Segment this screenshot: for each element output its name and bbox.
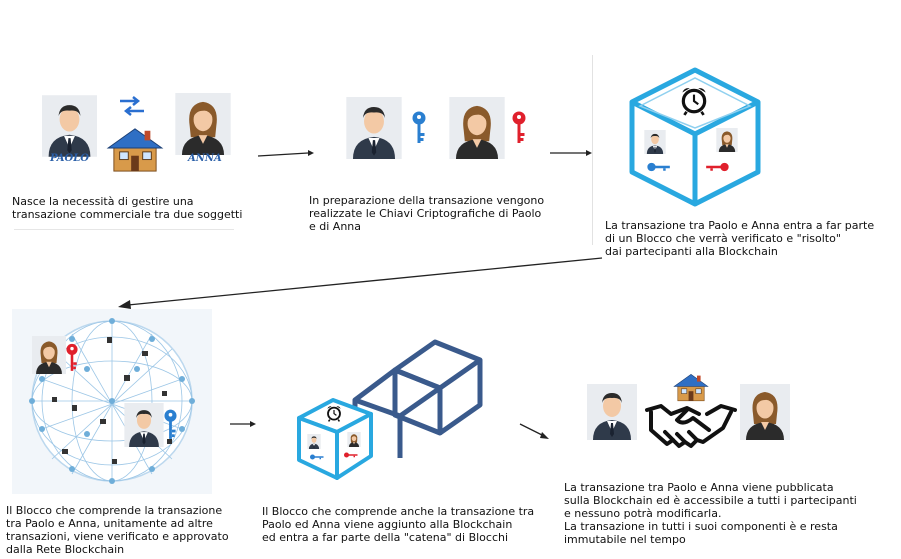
paolo-label: PAOLO	[50, 153, 90, 164]
anna-avatar	[448, 97, 506, 159]
blue-key-icon	[412, 111, 426, 145]
step-3-caption: La transazione tra Paolo e Anna entra a …	[605, 219, 875, 258]
red-key-icon	[512, 111, 526, 145]
anna-avatar	[174, 93, 232, 155]
anna-avatar	[32, 335, 66, 375]
step-1-illustration: PAOLO ANNA	[40, 93, 240, 175]
exchange-arrows-icon	[120, 96, 144, 116]
divider	[592, 55, 593, 245]
arrow-icon	[519, 423, 549, 439]
blue-key-icon	[164, 409, 177, 441]
arrow-icon	[230, 421, 256, 427]
handshake-icon	[645, 404, 737, 448]
house-icon	[106, 125, 164, 173]
step-6-caption: La transazione tra Paolo e Anna viene pu…	[564, 481, 857, 546]
step-4-illustration	[12, 309, 212, 494]
divider	[14, 229, 234, 230]
anna-avatar	[739, 384, 791, 440]
step-5-caption: Il Blocco che comprende anche la transaz…	[262, 505, 535, 544]
red-key-icon	[66, 343, 78, 373]
arrow-icon	[257, 150, 314, 157]
step-2-caption: In preparazione della transazione vengon…	[309, 194, 545, 233]
arrow-icon	[118, 257, 603, 309]
step-4-caption: Il Blocco che comprende la transazione t…	[6, 504, 229, 556]
paolo-avatar	[344, 97, 404, 159]
blockchain-chain-icon	[297, 339, 483, 480]
step-1-caption: Nasce la necessità di gestire una transa…	[12, 195, 243, 221]
house-icon	[673, 372, 709, 402]
paolo-avatar	[587, 384, 637, 440]
paolo-avatar	[42, 95, 97, 157]
anna-label: ANNA	[188, 153, 222, 164]
step-2-illustration	[340, 95, 540, 165]
arrow-icon	[550, 150, 592, 156]
paolo-avatar	[124, 403, 164, 447]
block-cube-icon	[629, 67, 761, 207]
step-6-illustration	[585, 372, 795, 462]
